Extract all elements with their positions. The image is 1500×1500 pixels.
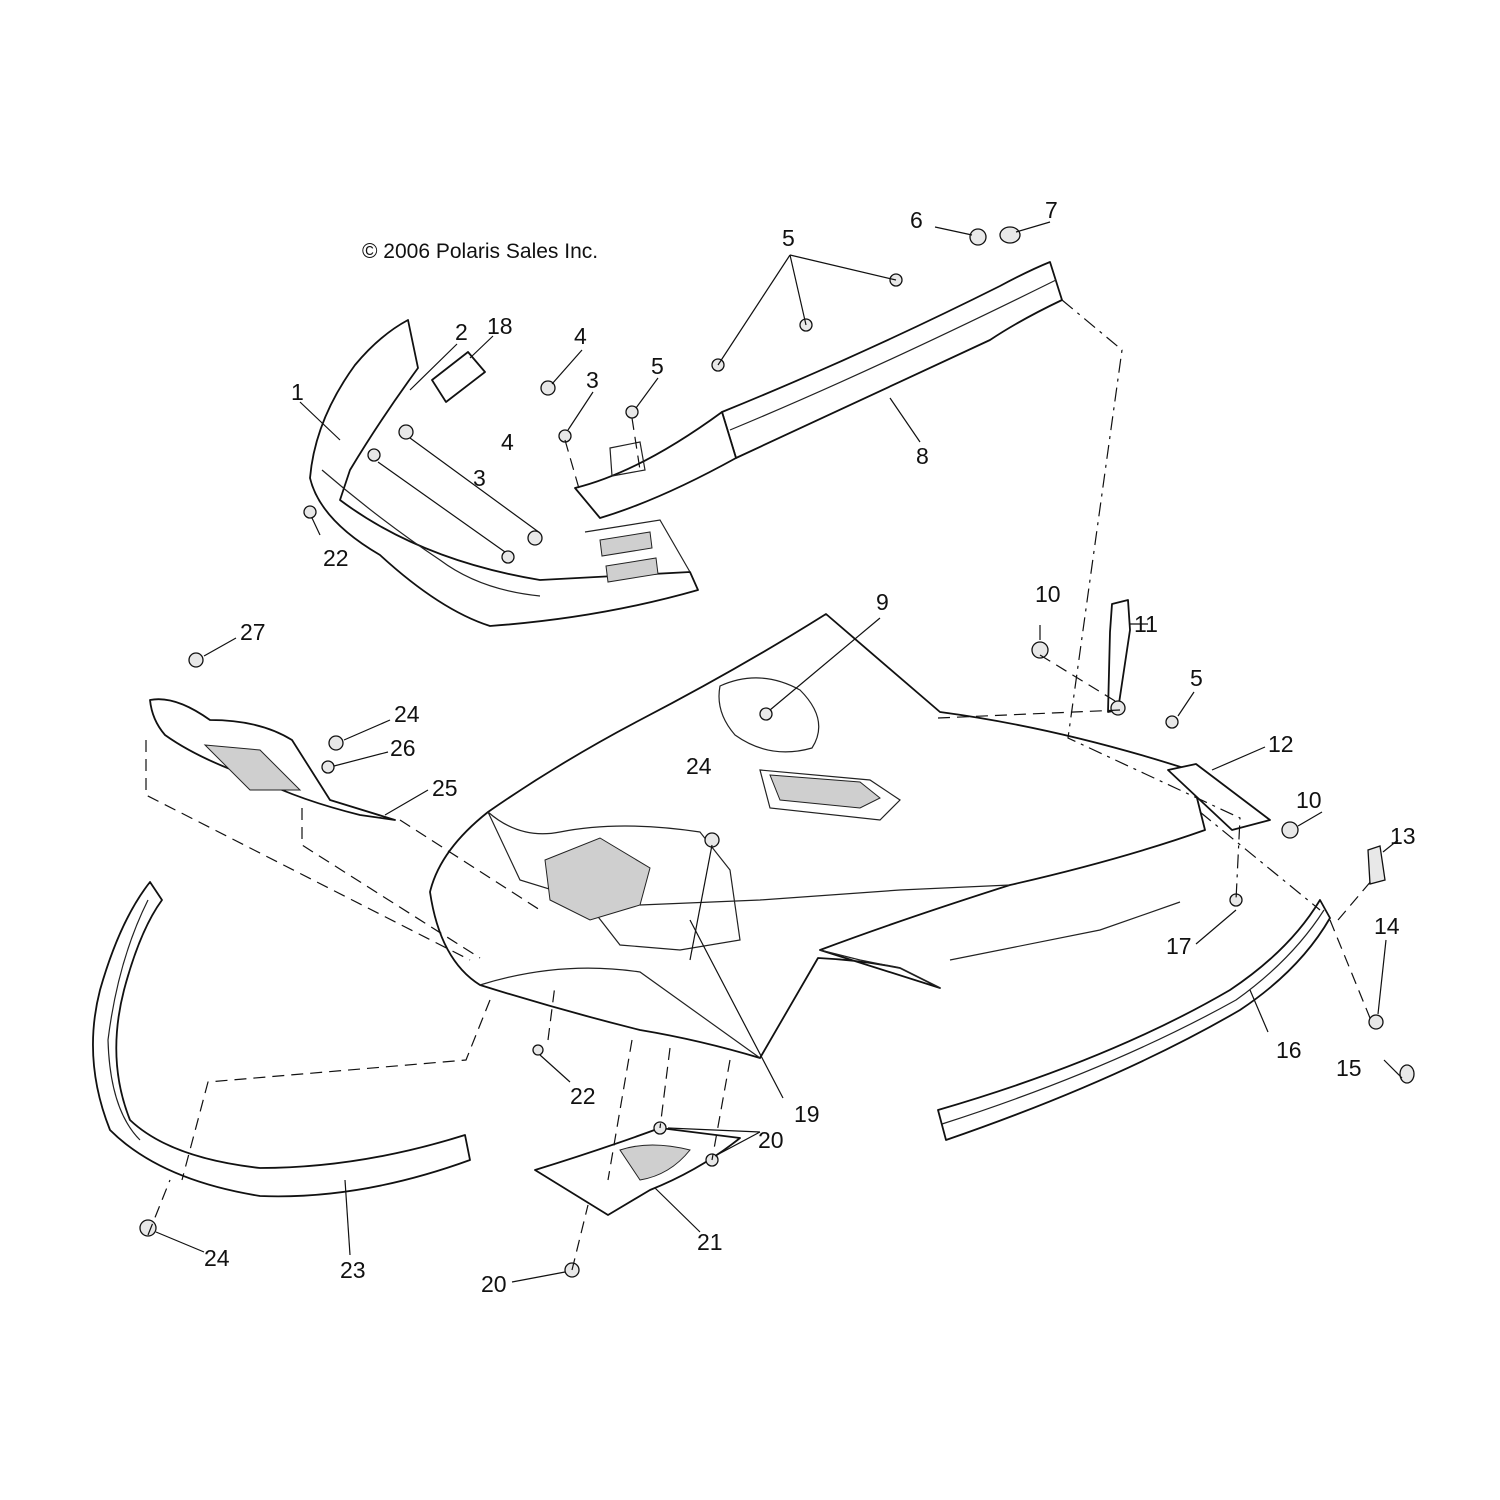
- callout-3: 3: [586, 367, 599, 393]
- callout-21: 21: [697, 1229, 723, 1255]
- callout-19: 19: [794, 1101, 820, 1127]
- callout-5: 5: [1190, 665, 1203, 691]
- callout-17: 17: [1166, 933, 1192, 959]
- callout-14: 14: [1374, 913, 1400, 939]
- callout-15: 15: [1336, 1055, 1362, 1081]
- bolt-4b: [398, 424, 414, 440]
- front-bumper: [92, 881, 471, 1198]
- callout-4: 4: [501, 429, 514, 455]
- callout-9: 9: [876, 589, 889, 615]
- left-skid-plate: [149, 698, 396, 821]
- callout-20: 20: [758, 1127, 784, 1153]
- ring-15: [1399, 1064, 1415, 1084]
- rivet-22a: [303, 505, 317, 519]
- callout-3: 3: [473, 465, 486, 491]
- callout-24: 24: [394, 701, 420, 727]
- callout-5: 5: [782, 225, 795, 251]
- callout-5: 5: [651, 353, 664, 379]
- bumper-mount-bracket: [574, 411, 737, 519]
- callout-20: 20: [481, 1271, 507, 1297]
- bolt-14: [1368, 1014, 1384, 1030]
- callout-13: 13: [1390, 823, 1416, 849]
- corner-bracket: [1167, 763, 1271, 831]
- bumper-10a: [1031, 641, 1049, 659]
- support-link: [1107, 599, 1131, 716]
- callout-22: 22: [323, 545, 349, 571]
- callout-4: 4: [574, 323, 587, 349]
- bumper-10b: [1281, 821, 1299, 839]
- rivet-9: [759, 707, 773, 721]
- callout-27: 27: [240, 619, 266, 645]
- washer-3b: [367, 448, 381, 462]
- callouts: 1 2 3 3 4 4 5 5 5 6 7 8 9 10 10 11 12 13…: [204, 197, 1416, 1297]
- bumper-bar: [721, 261, 1063, 459]
- front-bracket: [309, 319, 699, 627]
- bolt-4c: [527, 530, 543, 546]
- callout-24: 24: [686, 753, 712, 779]
- callout-12: 12: [1268, 731, 1294, 757]
- callout-10: 10: [1296, 787, 1322, 813]
- hardware: [139, 226, 1415, 1278]
- rivet-22b: [532, 1044, 544, 1056]
- assembly-lines: [145, 299, 1373, 1271]
- callout-26: 26: [390, 735, 416, 761]
- callout-23: 23: [340, 1257, 366, 1283]
- grommet-7: [999, 226, 1021, 244]
- callout-1: 1: [291, 379, 304, 405]
- washer-3c: [501, 550, 515, 564]
- callout-25: 25: [432, 775, 458, 801]
- decal: [431, 351, 486, 403]
- right-rail: [937, 899, 1331, 1141]
- callout-24: 24: [204, 1245, 230, 1271]
- callout-10: 10: [1035, 581, 1061, 607]
- nose-pan-body: [429, 613, 1206, 1059]
- callout-22: 22: [570, 1083, 596, 1109]
- bolt-27: [188, 652, 204, 668]
- rivet-5e: [1165, 715, 1179, 729]
- lower-skid-plate: [534, 1127, 741, 1216]
- bolt-4a: [540, 380, 556, 396]
- copyright-text: © 2006 Polaris Sales Inc.: [362, 240, 598, 263]
- callout-7: 7: [1045, 197, 1058, 223]
- callout-2: 2: [455, 319, 468, 345]
- callout-11: 11: [1134, 611, 1158, 637]
- callout-6: 6: [910, 207, 923, 233]
- clip-13: [1367, 845, 1386, 885]
- nut-6: [969, 228, 987, 246]
- callout-18: 18: [487, 313, 513, 339]
- leader-lines: [155, 221, 1403, 1283]
- callout-8: 8: [916, 443, 929, 469]
- nut-24b: [704, 832, 720, 848]
- nut-24a: [328, 735, 344, 751]
- callout-16: 16: [1276, 1037, 1302, 1063]
- washer-26: [321, 760, 335, 774]
